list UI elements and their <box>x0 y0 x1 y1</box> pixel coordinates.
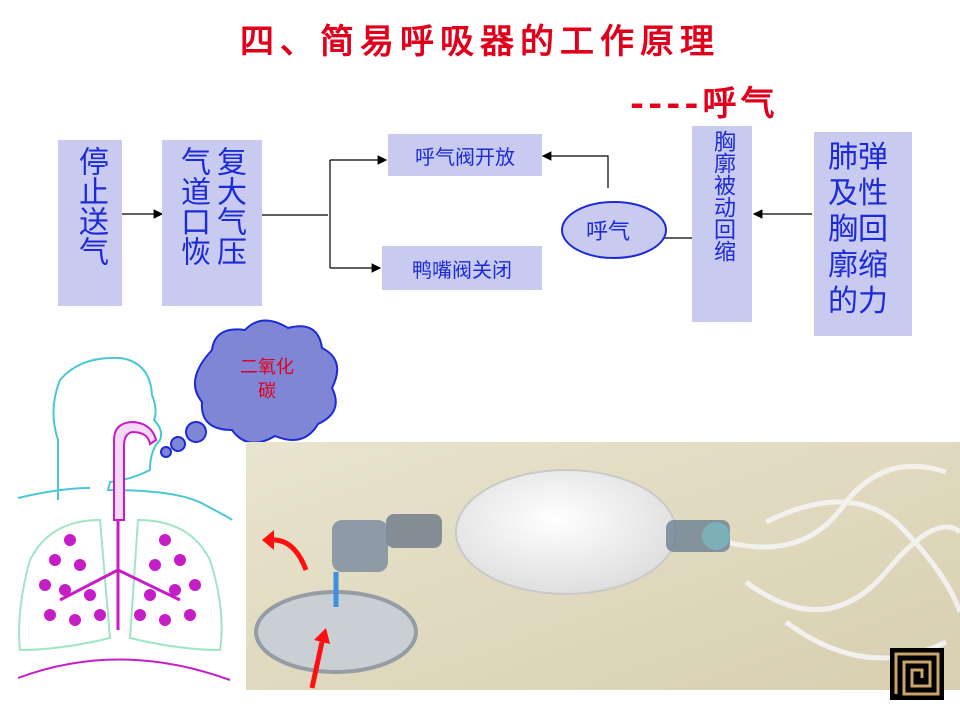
co2-label: 二氧化 碳 <box>240 357 294 402</box>
box-lung-elastic-force: 肺弹 及性 胸回 廓缩 的力 <box>814 132 912 336</box>
left-lung-icon <box>18 518 112 652</box>
diaphragm-icon <box>17 658 231 681</box>
inflow-arrow-icon <box>309 641 325 689</box>
trachea-icon <box>113 420 158 521</box>
box-chest-recoil: 胸廓被动回缩 <box>692 126 752 322</box>
co2-cloud-icon <box>160 319 339 458</box>
spiral-logo-icon <box>890 648 944 700</box>
patient-valve-icon <box>386 514 442 548</box>
box-duckbill-valve-close: 鸭嘴阀关闭 <box>382 246 542 290</box>
page-title: 四、简易呼吸器的工作原理 <box>240 22 720 62</box>
arrow-exhale-up <box>541 151 609 188</box>
tubing-icon <box>725 463 960 661</box>
exhale-label: 呼气 <box>586 220 631 245</box>
alveoli-cluster-icon <box>39 534 201 626</box>
exhale-ellipse <box>561 201 667 259</box>
squeeze-bag-icon <box>455 469 677 595</box>
box-exhale-valve-open: 呼气阀开放 <box>388 134 542 176</box>
head-outline-icon <box>52 356 233 521</box>
page-subtitle: ----呼气 <box>630 84 779 124</box>
right-lung-icon <box>128 518 223 652</box>
box-stop-ventilation: 停止送气 <box>58 140 122 306</box>
box-airway-recover: 复大气压 气道口恢 <box>162 140 262 306</box>
resuscitator-photo <box>246 442 960 690</box>
respiratory-figure <box>17 356 233 681</box>
bronchi-icon <box>59 520 181 630</box>
